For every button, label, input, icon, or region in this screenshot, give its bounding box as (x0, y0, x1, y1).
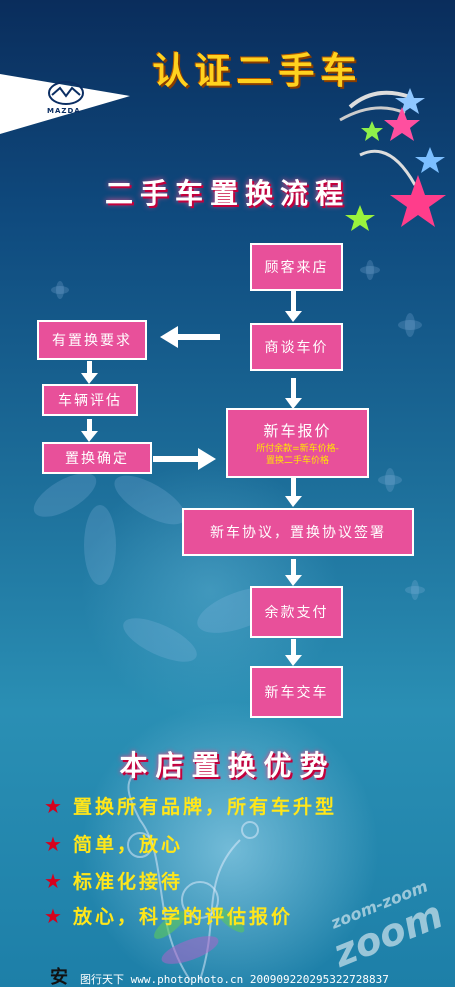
flow-step-trade-in-request: 有置换要求 (37, 320, 147, 360)
flow-step-label: 置换确定 (65, 451, 129, 467)
footer-company-fragment: 安 (50, 967, 68, 987)
quote-note-line: 所付余款=新车价格- (256, 443, 339, 454)
star-icon: ★ (44, 903, 65, 928)
flow-step-label: 有置换要求 (52, 333, 132, 349)
advantages-title: 本店置换优势 (119, 749, 336, 782)
flow-step-label: 新车协议，置换协议签署 (210, 525, 386, 541)
flow-step-trade-in-confirm: 置换确定 (42, 442, 152, 474)
page-title: 认证二手车 (152, 51, 363, 92)
star-icon: ★ (44, 831, 65, 856)
advantage-item: ★ 置换所有品牌，所有车升型 (44, 792, 337, 819)
flow-step-new-car-quote: 新车报价 所付余款=新车价格- 置换二手车价格 (226, 408, 369, 478)
star-icon: ★ (44, 868, 65, 893)
quote-note-line: 置换二手车价格 (265, 455, 329, 466)
flow-step-car-delivery: 新车交车 (250, 666, 343, 718)
logo-wordmark: MAZDA (47, 107, 81, 115)
advantage-item: ★ 标准化接待 (44, 867, 183, 894)
flow-step-label: 新车报价 (263, 421, 332, 440)
flow-step-customer-arrives: 顾客来店 (250, 243, 343, 291)
flow-subtitle: 二手车置换流程 (104, 177, 350, 210)
flow-step-agreement-signing: 新车协议，置换协议签署 (182, 508, 414, 556)
stars-decoration (339, 88, 446, 231)
advantage-text: 放心，科学的评估报价 (72, 906, 293, 928)
flow-step-label: 商谈车价 (264, 340, 329, 356)
star-icon: ★ (44, 793, 65, 818)
flow-step-label: 车辆评估 (58, 393, 122, 409)
mazda-logo-flag (0, 74, 130, 134)
flow-step-negotiate-price: 商谈车价 (250, 323, 343, 371)
flow-step-label: 余款支付 (264, 605, 329, 621)
advantage-text: 简单，放心 (72, 834, 183, 856)
advantage-item: ★ 简单，放心 (44, 830, 183, 857)
advantage-text: 标准化接待 (72, 871, 183, 893)
flow-step-vehicle-appraisal: 车辆评估 (42, 384, 138, 416)
advantage-item: ★ 放心，科学的评估报价 (44, 902, 293, 929)
advantage-text: 置换所有品牌，所有车升型 (72, 796, 337, 818)
flow-step-balance-payment: 余款支付 (250, 586, 343, 638)
flow-step-label: 新车交车 (264, 685, 329, 701)
watermark: 图行天下 www.photophoto.cn 20090922029532272… (80, 973, 389, 986)
flow-step-label: 顾客来店 (264, 260, 329, 276)
